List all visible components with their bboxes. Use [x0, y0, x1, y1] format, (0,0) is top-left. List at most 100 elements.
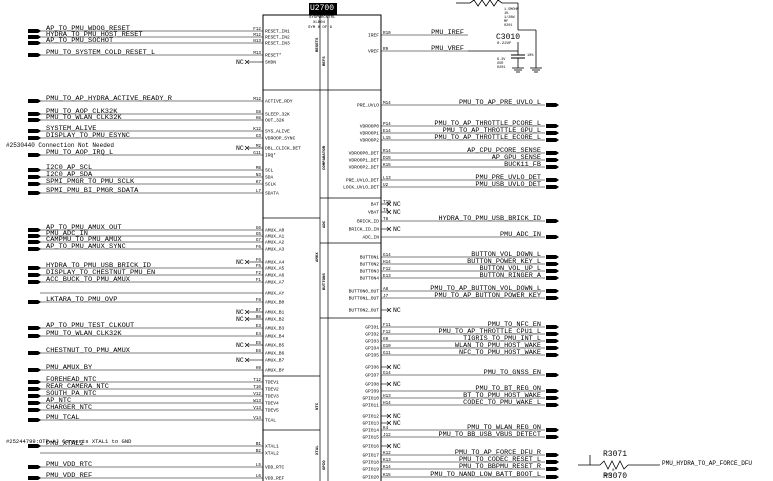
right-pin-29-name: GPIO7	[365, 373, 379, 379]
right-pin-37-connector[interactable]	[546, 435, 559, 439]
left-pin-38-connector[interactable]	[28, 408, 41, 412]
left-pin-14-net: SPMI_PMGR_TO_PMU_SCLK	[46, 178, 134, 185]
left-pin-18-connector[interactable]	[28, 240, 41, 244]
right-pin-6-connector[interactable]	[546, 151, 559, 155]
left-pin-2-connector[interactable]	[28, 41, 41, 45]
left-pin-10-net: #2530440 Connection Not Needed	[6, 142, 114, 149]
right-pin-29-connector[interactable]	[546, 373, 559, 377]
left-pin-0-connector[interactable]	[28, 29, 41, 33]
left-pin-42-connector[interactable]	[28, 465, 41, 469]
left-pin-28-connector[interactable]	[28, 326, 41, 330]
right-pin-42-connector[interactable]	[546, 475, 559, 479]
right-pin-21-connector[interactable]	[546, 296, 559, 300]
right-pin-20-connector[interactable]	[546, 289, 559, 293]
left-pin-27-name: AMUX_B2	[265, 317, 285, 323]
left-pin-15-number: L7	[256, 189, 262, 194]
left-pin-22-connector[interactable]	[28, 273, 41, 277]
left-pin-8-connector[interactable]	[28, 129, 41, 133]
right-pin-25-connector[interactable]	[546, 339, 559, 343]
right-pin-41-connector[interactable]	[546, 467, 559, 471]
left-pin-16-connector[interactable]	[28, 228, 41, 232]
right-pin-24-connector[interactable]	[546, 332, 559, 336]
left-pin-39-connector[interactable]	[28, 418, 41, 422]
right-pin-19-connector[interactable]	[546, 276, 559, 280]
right-pin-7-connector[interactable]	[546, 158, 559, 162]
left-pin-17-connector[interactable]	[28, 234, 41, 238]
left-pin-6-connector[interactable]	[28, 112, 41, 116]
right-pin-36-connector[interactable]	[546, 428, 559, 432]
left-pin-7-number: H8	[256, 116, 262, 121]
left-pin-11-connector[interactable]	[28, 153, 41, 157]
right-pin-27-connector[interactable]	[546, 353, 559, 357]
left-pin-9-connector[interactable]	[28, 136, 41, 140]
left-pin-13-connector[interactable]	[28, 175, 41, 179]
left-pin-14-connector[interactable]	[28, 182, 41, 186]
left-pin-25-connector[interactable]	[28, 300, 41, 304]
left-pin-12-connector[interactable]	[28, 168, 41, 172]
left-pin-36-net: SOUTH_PA_NTC	[46, 390, 97, 397]
left-pin-36-connector[interactable]	[28, 394, 41, 398]
right-pin-3-connector[interactable]	[546, 124, 559, 128]
left-pin-34-connector[interactable]	[28, 380, 41, 384]
c3010-pkg: X5R	[497, 62, 504, 66]
left-pin-1-net: HYDRA_TO_PMU_HOST_RESET	[46, 31, 143, 38]
left-pin-35-connector[interactable]	[28, 387, 41, 391]
left-pin-1-connector[interactable]	[28, 35, 41, 39]
section-amux: AMUX	[316, 252, 320, 262]
right-pin-23-connector[interactable]	[546, 325, 559, 329]
left-pin-39-name: TCAL	[265, 418, 276, 424]
right-pin-9-connector[interactable]	[546, 178, 559, 182]
left-pin-15-connector[interactable]	[28, 191, 41, 195]
left-pin-33-number: H9	[256, 366, 262, 371]
right-pin-3-net: PMU_TO_AP_THROTTLE_PCORE_L	[434, 120, 541, 127]
left-pin-9-number: G3	[256, 134, 262, 139]
left-pin-31-number: E6	[256, 349, 262, 354]
right-pin-15-name: ADC_IN	[362, 235, 379, 241]
right-pin-15-connector[interactable]	[546, 235, 559, 239]
right-pin-40-connector[interactable]	[546, 460, 559, 464]
left-pin-37-connector[interactable]	[28, 401, 41, 405]
left-pin-21-connector[interactable]	[28, 266, 41, 270]
right-pin-8-net: BUCK11_FB	[504, 161, 541, 168]
left-pin-14-name: SCLK	[265, 182, 276, 188]
right-pin-33-connector[interactable]	[546, 403, 559, 407]
right-pin-10-connector[interactable]	[546, 185, 559, 189]
left-pin-3-connector[interactable]	[28, 53, 41, 57]
left-pin-19-connector[interactable]	[28, 247, 41, 251]
right-pin-28-name: GPIO6	[365, 365, 379, 371]
right-pin-16-connector[interactable]	[546, 255, 559, 259]
left-pin-23-connector[interactable]	[28, 280, 41, 284]
right-pin-2-net: PMU_TO_AP_PRE_UVLO_L	[459, 99, 541, 106]
left-pin-3-net: PMU_TO_SYSTEM_COLD_RESET_L	[46, 49, 155, 56]
right-pin-36-number: K4	[383, 426, 389, 431]
right-pin-4-connector[interactable]	[546, 131, 559, 135]
left-pin-17-name: AMUX_A1	[265, 234, 285, 240]
right-pin-26-connector[interactable]	[546, 346, 559, 350]
right-pin-27-net: NFC_TO_PMU_HOST_WAKE	[459, 349, 541, 356]
left-pin-29-connector[interactable]	[28, 334, 41, 338]
left-pin-21-number: F5	[256, 264, 262, 269]
right-pin-2-connector[interactable]	[546, 103, 559, 107]
right-pin-39-number: K12	[383, 451, 391, 456]
left-pin-31-connector[interactable]	[28, 351, 41, 355]
left-pin-40-connector[interactable]	[28, 444, 41, 448]
right-pin-10-number: U2	[383, 183, 389, 188]
left-pin-5-connector[interactable]	[28, 99, 41, 103]
right-pin-5-connector[interactable]	[546, 138, 559, 142]
right-pin-32-net: BT_TO_PMU_HOST_WAKE	[463, 392, 541, 399]
right-pin-1-number: R9	[383, 47, 389, 52]
right-pin-18-connector[interactable]	[546, 269, 559, 273]
right-pin-13-connector[interactable]	[546, 219, 559, 223]
right-pin-16-name: BUTTON1	[360, 255, 380, 261]
left-pin-43-connector[interactable]	[28, 476, 41, 480]
left-pin-33-connector[interactable]	[28, 368, 41, 372]
right-pin-31-connector[interactable]	[546, 389, 559, 393]
right-pin-39-connector[interactable]	[546, 453, 559, 457]
left-pin-8-name: SYS_ALIVE	[265, 129, 290, 135]
right-pin-32-connector[interactable]	[546, 396, 559, 400]
top-res-label-2: 1/20W	[504, 16, 515, 20]
left-pin-7-connector[interactable]	[28, 118, 41, 122]
right-pin-8-connector[interactable]	[546, 165, 559, 169]
right-pin-17-connector[interactable]	[546, 262, 559, 266]
right-pin-25-net: TIGRIS_TO_PMU_INT_L	[463, 335, 541, 342]
